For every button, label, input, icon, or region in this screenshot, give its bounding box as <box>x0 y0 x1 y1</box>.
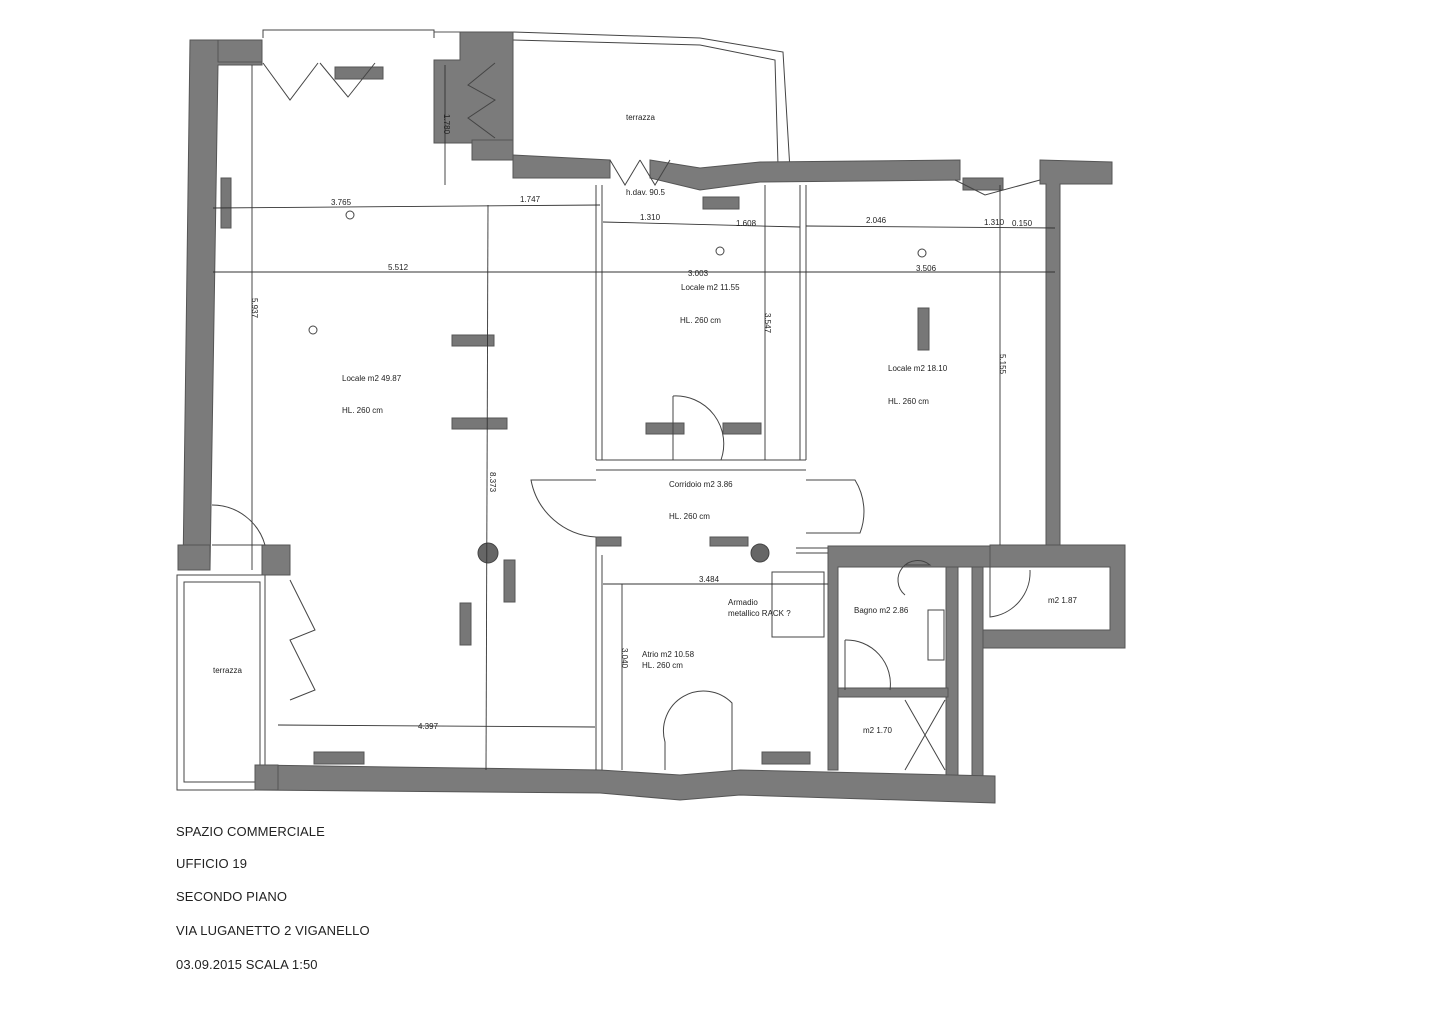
svg-text:4.397: 4.397 <box>418 722 439 731</box>
room-labels: Locale m2 49.87 HL. 260 cm Locale m2 11.… <box>342 283 1077 735</box>
svg-text:1.747: 1.747 <box>520 195 541 204</box>
cabinet-label-2: metallico RACK ? <box>728 609 791 618</box>
pillar-left <box>477 542 499 564</box>
title-date-scale: 03.09.2015 SCALA 1:50 <box>176 957 318 972</box>
room-storage-small-label: m2 1.70 <box>863 726 892 735</box>
room-office-small-label: Locale m2 11.55 <box>681 283 740 292</box>
title-address: VIA LUGANETTO 2 VIGANELLO <box>176 923 370 938</box>
pillar-right <box>750 543 770 563</box>
room-corridor-height: HL. 260 cm <box>669 512 710 521</box>
partitions <box>595 185 828 770</box>
svg-text:3.040: 3.040 <box>620 648 629 669</box>
room-office-right-label: Locale m2 18.10 <box>888 364 948 373</box>
terrace-left: terrazza <box>176 574 266 791</box>
terrace-top-label: terrazza <box>626 113 655 122</box>
svg-text:5.155: 5.155 <box>998 354 1007 375</box>
svg-text:h.dav. 90.5: h.dav. 90.5 <box>626 188 666 197</box>
svg-text:3.506: 3.506 <box>916 264 937 273</box>
svg-text:5.512: 5.512 <box>388 263 409 272</box>
terrace-left-label: terrazza <box>213 666 242 675</box>
dimension-lines <box>212 65 1056 771</box>
svg-text:1.310: 1.310 <box>984 218 1005 227</box>
terrace-top-left-balcony <box>262 29 435 38</box>
terrace-top: terrazza <box>512 31 791 171</box>
room-office-right-height: HL. 260 cm <box>888 397 929 406</box>
svg-text:1.780: 1.780 <box>442 114 451 135</box>
room-atrium-label: Atrio m2 10.58 <box>642 650 695 659</box>
svg-text:2.046: 2.046 <box>866 216 887 225</box>
walls <box>177 31 1126 804</box>
svg-text:3.547: 3.547 <box>763 313 772 334</box>
svg-text:3.003: 3.003 <box>688 269 709 278</box>
svg-text:3.484: 3.484 <box>699 575 720 584</box>
room-storage-right-label: m2 1.87 <box>1048 596 1077 605</box>
svg-text:1.310: 1.310 <box>640 213 661 222</box>
svg-text:1.608: 1.608 <box>736 219 757 228</box>
room-main-height: HL. 260 cm <box>342 406 383 415</box>
title-floor: SECONDO PIANO <box>176 889 288 904</box>
cabinet-label-1: Armadio <box>728 598 758 607</box>
room-bathroom-label: Bagno m2 2.86 <box>854 606 909 615</box>
doors <box>211 62 1041 771</box>
title-unit: UFFICIO 19 <box>176 856 248 871</box>
room-corridor-label: Corridoio m2 3.86 <box>669 480 733 489</box>
svg-text:5.937: 5.937 <box>250 298 259 319</box>
room-main-label: Locale m2 49.87 <box>342 374 402 383</box>
light-symbols <box>308 210 927 335</box>
dimension-labels: 1.780 3.765 1.747 5.512 5.937 8.373 4.39… <box>250 114 1033 731</box>
svg-text:8.373: 8.373 <box>488 472 497 493</box>
svg-text:0.150: 0.150 <box>1012 219 1033 228</box>
svg-text:3.765: 3.765 <box>331 198 352 207</box>
room-office-small-height: HL. 260 cm <box>680 316 721 325</box>
room-atrium-height: HL. 260 cm <box>642 661 683 670</box>
radiators <box>220 66 1004 765</box>
title-project: SPAZIO COMMERCIALE <box>176 824 325 839</box>
